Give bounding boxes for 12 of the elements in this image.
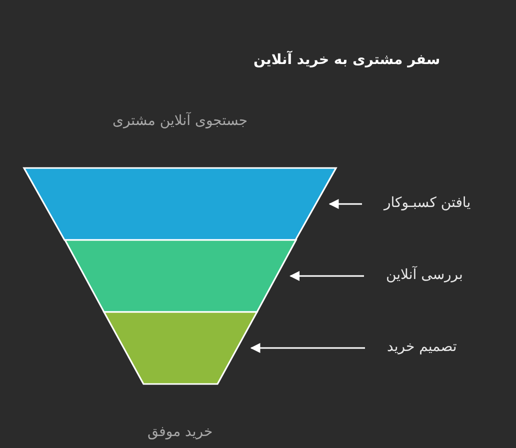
stage-label: یافتن کسبـوکار — [384, 195, 471, 212]
stage-label: تصمیم خرید — [387, 339, 457, 356]
arrow — [250, 343, 365, 353]
funnel-segment — [23, 167, 337, 241]
funnel-segment — [103, 311, 258, 385]
funnel-segment — [64, 239, 297, 313]
title: سفر مشتری به خرید آنلاین — [254, 52, 440, 68]
arrow — [328, 199, 362, 209]
stage-label: بررسی آنلاین — [386, 267, 463, 284]
funnel-caption: خرید موفق — [148, 424, 213, 440]
arrow — [290, 271, 364, 281]
funnel-caption: جستجوی آنلاین مشتری — [112, 112, 248, 130]
